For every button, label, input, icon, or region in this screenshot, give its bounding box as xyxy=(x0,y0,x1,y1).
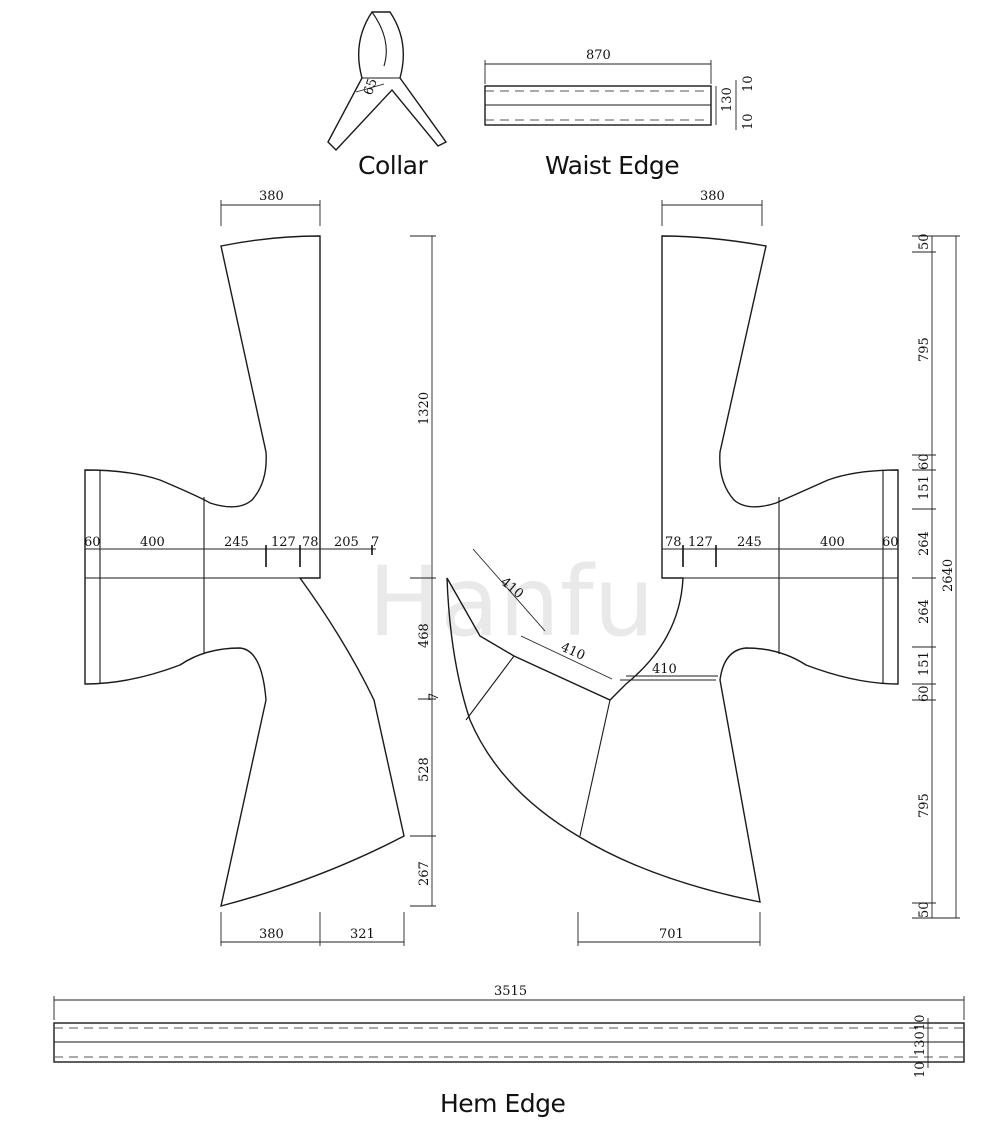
left-arm-78-label: 78 xyxy=(302,535,319,550)
hem-edge-caption: Hem Edge xyxy=(440,1089,566,1118)
side-60-top-label: 60 xyxy=(917,453,932,470)
collar-width-label: 65 xyxy=(361,77,381,98)
right-arm-400-label: 400 xyxy=(820,535,845,550)
hem-total-label: 130 xyxy=(913,1031,928,1056)
collar-piece: 65 xyxy=(327,11,448,152)
collar-fold-line xyxy=(362,11,400,79)
side-151-top-label: 151 xyxy=(917,475,932,500)
collar-dim-line xyxy=(355,83,385,93)
left-height-468-label: 468 xyxy=(417,623,432,648)
waist-length-label: 870 xyxy=(586,48,611,63)
panel-410-b-dim xyxy=(520,635,613,680)
side-60-bottom-label: 60 xyxy=(917,685,932,702)
side-264-top-label: 264 xyxy=(917,531,932,556)
side-264-bottom-label: 264 xyxy=(917,599,932,624)
left-bottom-380-label: 380 xyxy=(259,927,284,942)
watermark-text: Hanfu xyxy=(368,546,655,658)
hem-seam-top-label: 10 xyxy=(913,1014,928,1031)
right-arm-60-label: 60 xyxy=(882,535,899,550)
side-50-top-label: 50 xyxy=(917,233,932,250)
right-arm-245-label: 245 xyxy=(737,535,762,550)
side-151-bottom-label: 151 xyxy=(917,651,932,676)
side-total-label: 2640 xyxy=(941,559,956,592)
right-body-outline xyxy=(446,235,899,903)
left-arm-sleeve-label: 400 xyxy=(140,535,165,550)
right-arm-78-label: 78 xyxy=(665,535,682,550)
left-height-267-label: 267 xyxy=(417,861,432,886)
collar-caption: Collar xyxy=(358,151,428,180)
hem-edge-piece: 3515 10 130 10 xyxy=(53,984,965,1078)
left-arm-cuff-label: 60 xyxy=(84,535,101,550)
right-panel-seam-a xyxy=(465,655,515,721)
left-body-piece: 60 400 245 127 78 205 7 380 1320 468 7 5… xyxy=(84,189,442,946)
side-50-bottom-label: 50 xyxy=(917,901,932,918)
waist-edge-piece: 870 130 10 10 xyxy=(484,48,756,130)
side-795-bottom-label: 795 xyxy=(917,793,932,818)
right-bottom-701-label: 701 xyxy=(659,927,684,942)
right-arm-127-label: 127 xyxy=(688,535,713,550)
right-top-width-label: 380 xyxy=(700,189,725,204)
waist-seam-bottom-label: 10 xyxy=(741,113,756,130)
left-bottom-321-label: 321 xyxy=(350,927,375,942)
left-arm-127-label: 127 xyxy=(271,535,296,550)
left-arm-upper-label: 245 xyxy=(224,535,249,550)
right-body-piece: 78 127 245 400 60 380 410 410 410 701 xyxy=(446,189,960,946)
left-body-outline xyxy=(84,235,405,907)
panel-410-a-dim xyxy=(472,548,546,632)
right-panel-seam-b xyxy=(579,699,611,837)
left-gap-7-label: 7 xyxy=(427,693,442,701)
left-height-1320-label: 1320 xyxy=(417,392,432,425)
collar-outline xyxy=(327,11,448,152)
waist-seam-top-label: 10 xyxy=(741,75,756,92)
hem-seam-bottom-label: 10 xyxy=(913,1061,928,1078)
left-overlap-label: 205 xyxy=(334,535,359,550)
waist-total-label: 130 xyxy=(720,87,735,112)
panel-410-c-label: 410 xyxy=(652,662,677,677)
left-height-528-label: 528 xyxy=(417,757,432,782)
left-top-width-label: 380 xyxy=(259,189,284,204)
waist-edge-caption: Waist Edge xyxy=(545,151,679,180)
side-795-top-label: 795 xyxy=(917,337,932,362)
left-overlap-gap-label: 7 xyxy=(371,535,379,550)
hem-length-label: 3515 xyxy=(494,984,527,999)
